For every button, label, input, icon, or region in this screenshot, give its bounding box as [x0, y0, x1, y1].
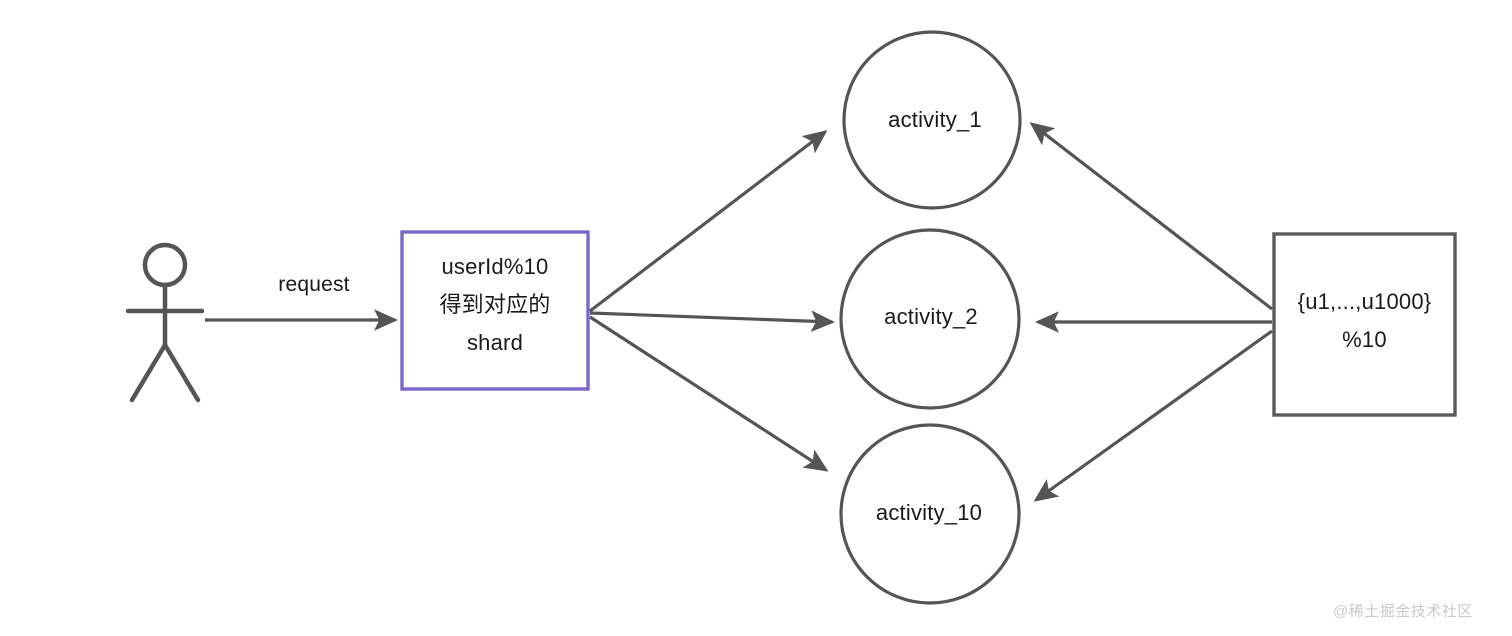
activity-circle-1-label: activity_1	[888, 107, 982, 132]
shard-box-line-2: 得到对应的	[439, 292, 551, 317]
activity-circle-2-outline	[839, 228, 1021, 410]
edge-label-request: request	[278, 273, 350, 296]
shard-box-text: userId%10 得到对应的 shard	[402, 248, 588, 362]
activity-circle-10-outline	[839, 423, 1021, 605]
user-ids-box-line-1: {u1,...,u1000}	[1297, 289, 1432, 314]
stick-figure-icon	[125, 242, 205, 403]
shard-box-line-3: shard	[466, 330, 524, 355]
user-ids-box-text: {u1,...,u1000} %10	[1274, 283, 1455, 359]
edge-shard-to-activity-1	[589, 130, 828, 313]
activity-circle-2-label: activity_2	[884, 304, 978, 329]
edge-ids-to-activity-10	[1033, 329, 1273, 502]
stick-figure-head	[142, 242, 188, 288]
activity-circle-1-outline	[842, 30, 1022, 210]
watermark: @稀土掘金技术社区	[1333, 603, 1473, 620]
edge-shard-to-activity-2	[589, 310, 835, 333]
activity-circle-10-label: activity_10	[875, 500, 983, 525]
shard-box-outline	[400, 230, 590, 391]
stick-figure-left-leg	[129, 342, 168, 403]
edge-shard-to-activity-10	[589, 315, 829, 472]
stick-figure-right-leg	[162, 342, 201, 403]
edge-ids-to-activity-1	[1029, 122, 1273, 311]
user-ids-box-outline	[1272, 232, 1457, 417]
user-ids-box-line-2: %10	[1342, 327, 1387, 352]
shard-box-line-1: userId%10	[441, 254, 549, 279]
